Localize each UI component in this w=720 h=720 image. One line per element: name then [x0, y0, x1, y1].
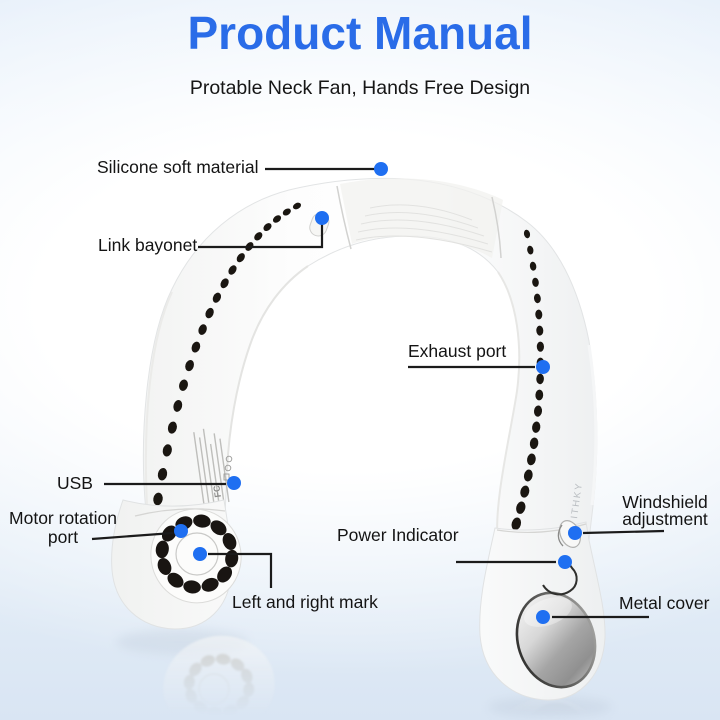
- label-metal-cover: Metal cover: [619, 593, 710, 613]
- band-seams: [336, 185, 502, 259]
- callout-dot-usb: [227, 476, 241, 490]
- brand-text: ITHKY: [569, 481, 585, 519]
- page-title: Product Manual: [187, 7, 533, 59]
- callout-line-link-bayonet: [198, 224, 324, 249]
- callout-line-motor: [91, 531, 174, 541]
- label-silicone-soft-material: Silicone soft material: [97, 157, 259, 177]
- body-shading: [144, 265, 598, 544]
- callout-dot-silicone: [374, 162, 388, 176]
- callout-line-windshield: [582, 529, 665, 535]
- callout-dots: [174, 162, 582, 624]
- page-subtitle: Protable Neck Fan, Hands Free Design: [189, 77, 531, 99]
- spec-print-lines: [193, 428, 230, 506]
- callout-dot-power: [558, 555, 572, 569]
- label-motor-rotation-port: Motor rotation port: [9, 508, 117, 547]
- silicone-ridges: [355, 204, 493, 253]
- label-link-bayonet: Link bayonet: [98, 235, 198, 255]
- certification-icons: [223, 455, 233, 481]
- silicone-band: [340, 178, 503, 258]
- callout-dot-metal: [536, 610, 550, 624]
- label-power-indicator: Power Indicator: [337, 525, 459, 545]
- reflections: [163, 635, 597, 720]
- label-left-and-right-mark: Left and right mark: [232, 592, 378, 612]
- callout-line-left-right: [208, 552, 273, 588]
- callout-dot-exhaust: [536, 360, 550, 374]
- callout-dot-link-bayonet: [315, 211, 329, 225]
- callout-dot-windshield: [568, 526, 582, 540]
- callout-dot-left-right: [193, 547, 207, 561]
- callout-dot-motor: [174, 524, 188, 538]
- callout-lines: [91, 167, 665, 619]
- label-windshield-adjustment: Windshield adjustment: [622, 492, 708, 529]
- label-usb: USB: [57, 473, 93, 493]
- label-exhaust-port: Exhaust port: [408, 341, 507, 361]
- fcc-mark-icon: FC: [211, 484, 223, 498]
- fan-head-left: [111, 499, 242, 630]
- exhaust-holes-left-arm: [153, 202, 302, 506]
